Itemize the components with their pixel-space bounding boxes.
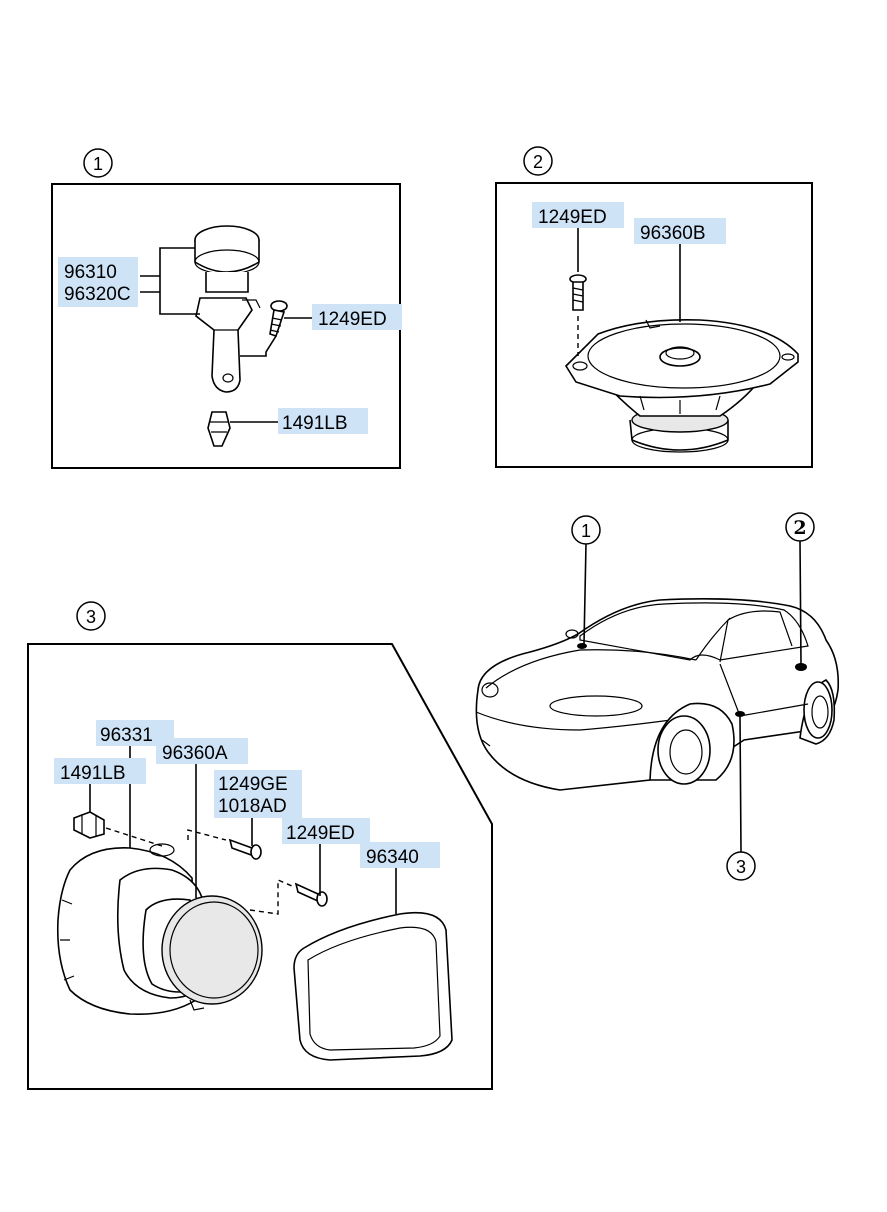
screw-part-3a: [228, 838, 262, 860]
callout-label-1: 1: [93, 154, 103, 174]
label-bg-cover: [360, 842, 440, 868]
label-bg-screw-1: [312, 304, 402, 330]
callout-label-2: 2: [533, 152, 543, 172]
panel-2-frame: [495, 182, 813, 468]
callout-circle-3: [76, 601, 106, 631]
screw-part-3b: [294, 882, 328, 907]
label-1491LB-p3: 1491LB: [60, 763, 126, 784]
leader-screw-path: [240, 335, 277, 357]
label-96360B: 96360B: [640, 223, 706, 244]
panel-3-frame: [27, 643, 493, 1090]
callout-circle-1: [83, 148, 113, 178]
panel-3: 3: [27, 601, 493, 1090]
car-leader-1: [583, 543, 587, 645]
label-1491LB-p1: 1491LB: [282, 413, 348, 434]
screw-dash-3a: [187, 829, 227, 841]
label-96360A: 96360A: [162, 743, 228, 764]
callout-label-3: 3: [86, 607, 96, 627]
label-bg-clip-3: [54, 758, 146, 784]
screw-part-2: [569, 274, 587, 311]
car-illustration: [475, 598, 840, 791]
label-bg-screw-3b: [282, 818, 370, 844]
label-bg-clip-1: [278, 408, 368, 434]
tweeter-knob-part: [194, 225, 261, 393]
leader-knob: [140, 247, 200, 315]
clip-dash-3: [105, 827, 163, 847]
label-96340: 96340: [366, 847, 419, 868]
label-96320C: 96320C: [64, 284, 131, 305]
label-bg-speaker-3: [156, 738, 248, 764]
clip-part: [207, 411, 231, 447]
label-1249ED-p1: 1249ED: [318, 309, 387, 330]
car-callout-3: 3: [736, 857, 746, 877]
callout-circle-2: [523, 146, 553, 176]
label-bg-screw-3a: [214, 770, 302, 818]
car-callouts: 1 2 3: [571, 512, 815, 881]
car-leader-2: [799, 540, 802, 665]
label-1018AD: 1018AD: [218, 796, 287, 817]
label-96331: 96331: [100, 725, 153, 746]
label-bg-knob: [58, 257, 138, 307]
clip-part-3: [73, 811, 105, 839]
cover-part: [293, 911, 453, 1061]
car-leader-3: [739, 716, 742, 853]
speaker-part: [564, 318, 799, 453]
label-1249GE: 1249GE: [218, 774, 288, 795]
car-callout-1: 1: [581, 521, 591, 541]
screw-dash-3b: [249, 878, 293, 915]
car-callout-2: 2: [793, 517, 806, 539]
panel-2: 2 1249ED 96: [495, 146, 813, 468]
panel-1: 1 96310: [51, 148, 402, 469]
label-1249ED-p2: 1249ED: [538, 207, 607, 228]
label-bg-screw-2: [532, 202, 624, 228]
label-1249ED-p3: 1249ED: [286, 823, 355, 844]
label-bg-speaker-2: [634, 218, 726, 244]
speaker-part-3: [142, 895, 263, 1011]
label-96310: 96310: [64, 262, 117, 283]
